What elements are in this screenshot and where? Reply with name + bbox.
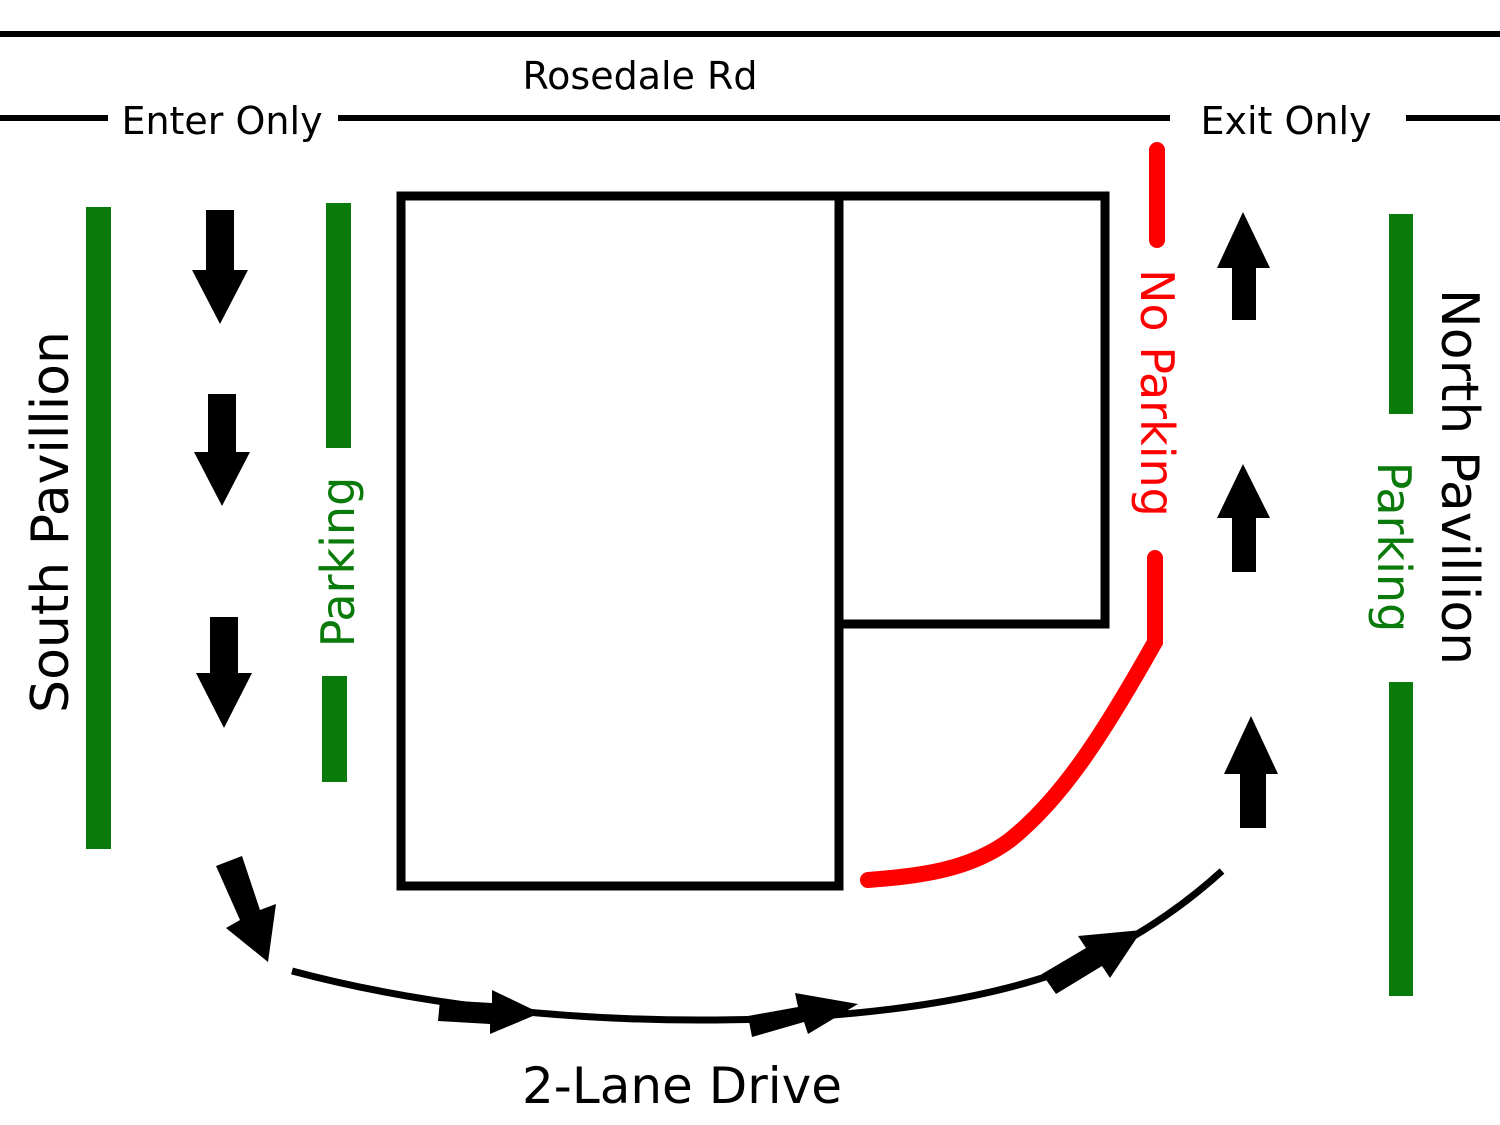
south-pavillion-label: South Pavillion: [21, 331, 81, 713]
up-arrow-icon: [1217, 464, 1270, 572]
left-parking-strip-top: [326, 203, 351, 448]
curve-arrow-icon: [216, 856, 276, 962]
drive-arrow-icon: [748, 993, 858, 1037]
north-parking-strip: [1389, 682, 1413, 996]
down-arrow-icon: [196, 617, 252, 728]
drive-arrow-icon: [1042, 930, 1142, 994]
main-building: [396, 191, 844, 891]
exit-only-label: Exit Only: [1200, 99, 1371, 143]
down-arrow-icon: [194, 394, 250, 506]
parking-left-label: Parking: [311, 477, 365, 648]
no-parking-line-bottom: [860, 550, 1163, 888]
drive-arrow-icon: [438, 990, 540, 1034]
drive-curve: [291, 868, 1225, 1024]
down-arrow-icon: [192, 210, 248, 324]
south-parking-strip: [86, 207, 111, 849]
annex-building: [834, 191, 1110, 629]
right-parking-strip-top: [1389, 214, 1413, 414]
no-parking-label: No Parking: [1130, 269, 1184, 517]
parking-right-label: Parking: [1367, 462, 1421, 633]
road-label: Rosedale Rd: [522, 54, 757, 98]
up-arrow-icon: [1217, 212, 1270, 320]
up-arrow-icon: [1224, 716, 1278, 828]
north-pavillion-label: North Pavillion: [1429, 289, 1489, 665]
drive-label: 2-Lane Drive: [522, 1057, 842, 1115]
left-parking-strip-bottom: [322, 676, 347, 782]
enter-only-label: Enter Only: [121, 99, 322, 143]
